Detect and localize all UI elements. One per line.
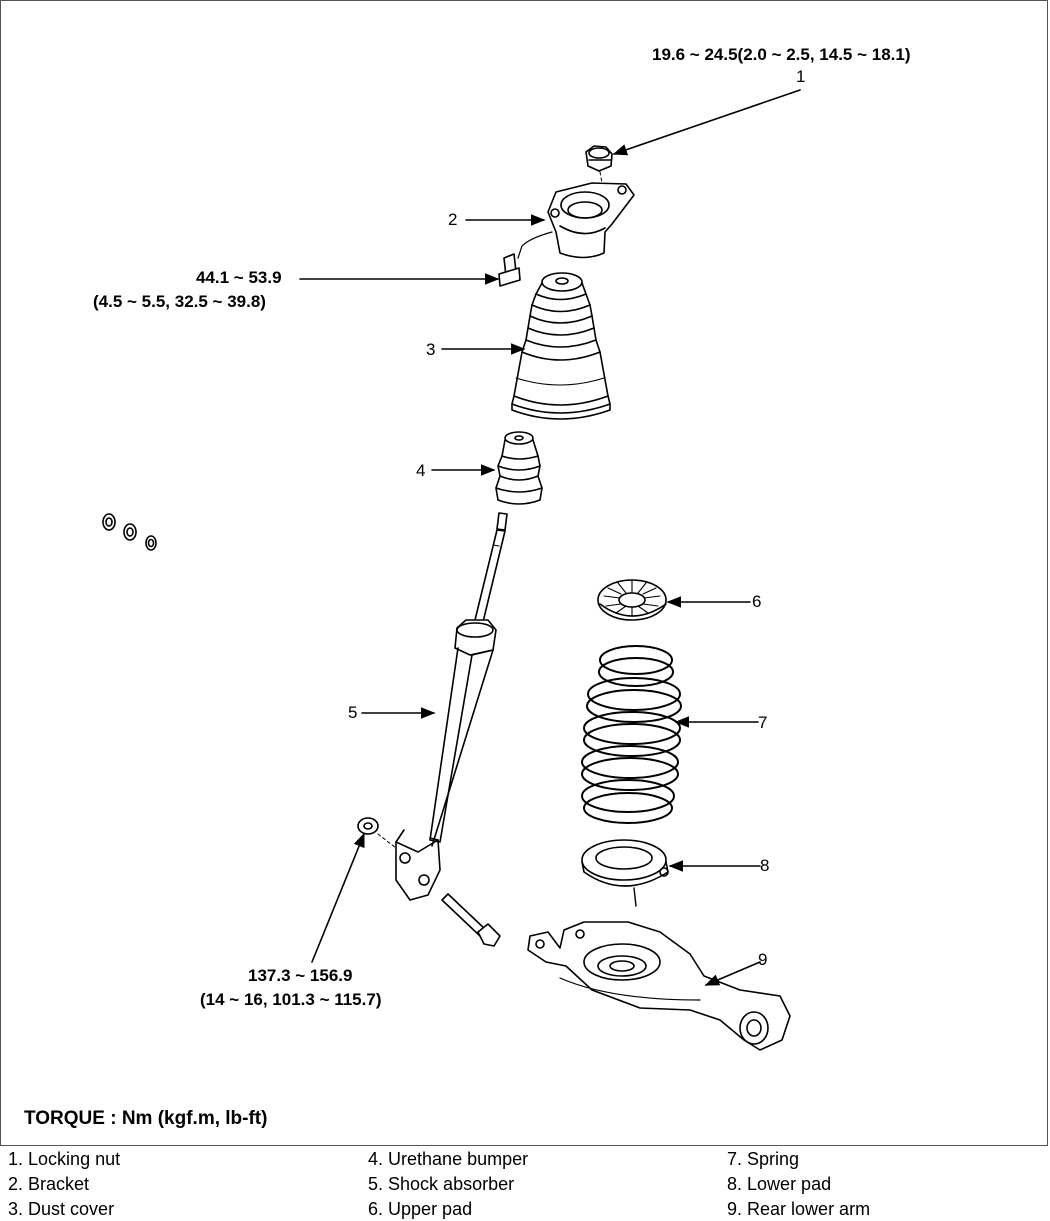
callout-9: 9: [758, 950, 768, 969]
bracket-bolt-part: [498, 253, 521, 287]
washers-part: [102, 513, 157, 551]
callout-1: 1: [796, 67, 806, 86]
torque-spec-shock-bolt-line1: 137.3 ~ 156.9: [248, 966, 353, 985]
callout-7: 7: [758, 713, 768, 732]
callout-8: 8: [760, 856, 770, 875]
shock-bolt-part: [441, 893, 501, 947]
callout-3: 3: [426, 340, 436, 359]
torque-spec-bracket-bolt-line1: 44.1 ~ 53.9: [196, 268, 282, 287]
torque-unit-label: TORQUE : Nm (kgf.m, lb-ft): [24, 1108, 268, 1129]
urethane-bumper-part: [495, 431, 543, 505]
bracket-part: [517, 182, 635, 259]
legend-item: 3Dust cover: [8, 1198, 114, 1220]
legend-item: 4Urethane bumper: [368, 1148, 528, 1170]
locking-nut-part: [585, 145, 613, 184]
callout-4: 4: [416, 461, 426, 480]
legend-item: 1Locking nut: [8, 1148, 120, 1170]
shock-absorber-part: [395, 512, 508, 901]
callout-6: 6: [752, 592, 762, 611]
legend-item: 8Lower pad: [727, 1173, 831, 1195]
lower-pad-part: [581, 839, 669, 907]
torque-spec-shock-bolt-line2: (14 ~ 16, 101.3 ~ 115.7): [200, 990, 382, 1009]
legend-item: 9Rear lower arm: [727, 1198, 870, 1220]
upper-pad-part: [597, 579, 667, 621]
callout-5: 5: [348, 703, 358, 722]
shock-nut-part: [357, 817, 397, 849]
parts-legend: 1Locking nut 2Bracket 3Dust cover 4Ureth…: [0, 1148, 1050, 1221]
legend-item: 5Shock absorber: [368, 1173, 514, 1195]
torque-spec-bracket-bolt-line2: (4.5 ~ 5.5, 32.5 ~ 39.8): [93, 292, 266, 311]
exploded-view-diagram: [102, 89, 801, 1051]
legend-item: 7Spring: [727, 1148, 799, 1170]
rear-lower-arm-part: [527, 921, 791, 1051]
diagram-frame: [0, 0, 1048, 1146]
torque-spec-locking-nut: 19.6 ~ 24.5(2.0 ~ 2.5, 14.5 ~ 18.1): [652, 45, 911, 64]
legend-item: 2Bracket: [8, 1173, 89, 1195]
leader-lines: [299, 89, 801, 986]
legend-item: 6Upper pad: [368, 1198, 472, 1220]
spring-part: [581, 645, 682, 824]
callout-2: 2: [448, 210, 458, 229]
dust-cover-part: [511, 272, 611, 420]
